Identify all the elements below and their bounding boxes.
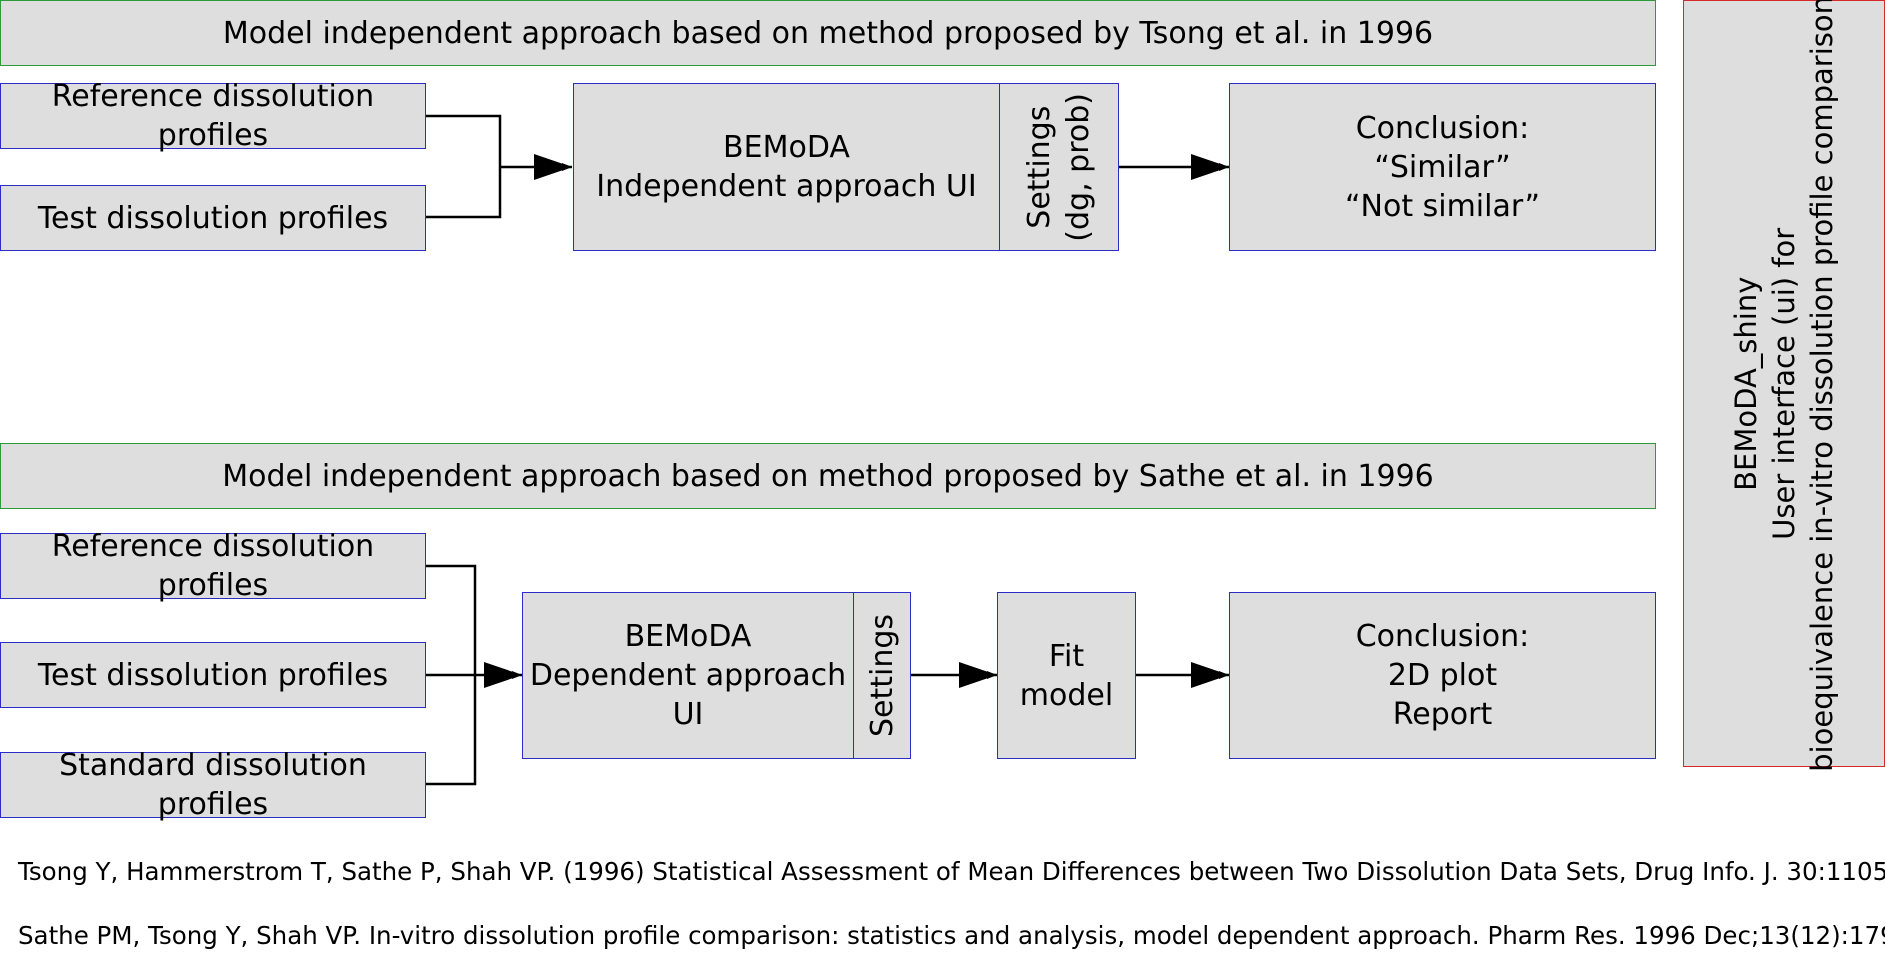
independent-settings-params: (dg, prob) <box>1061 92 1096 242</box>
top-approach-banner: Model independent approach based on meth… <box>0 0 1656 66</box>
dependent-settings-box: Settings <box>853 592 911 759</box>
reference-tsong: Tsong Y, Hammerstrom T, Sathe P, Shah VP… <box>18 857 1885 886</box>
independent-ui-box: BEMoDA Independent approach UI <box>573 83 1000 251</box>
top-reference-input-label: Reference dissolution profiles <box>51 79 375 153</box>
top-conclusion-not-similar: “Not similar” <box>1344 188 1540 224</box>
bottom-reference-input-box: Reference dissolution profiles <box>0 529 426 603</box>
bottom-conclusion-plot: 2D plot <box>1387 658 1498 693</box>
bottom-standard-input-box: Standard dissolution profiles <box>0 748 426 822</box>
independent-settings-box: Settings (dg, prob) <box>999 83 1119 251</box>
top-reference-input-box: Reference dissolution profiles <box>0 79 426 153</box>
dependent-ui-subtitle: Dependent approach UI <box>529 658 847 732</box>
bottom-standard-input-label: Standard dissolution profiles <box>59 748 367 822</box>
independent-ui-title: BEMoDA <box>723 130 850 165</box>
bottom-approach-banner: Model independent approach based on meth… <box>0 443 1656 509</box>
top-test-input-label: Test dissolution profiles <box>37 200 389 236</box>
independent-settings-label: Settings <box>1022 105 1057 229</box>
dependent-settings-label: Settings <box>864 613 900 738</box>
side-panel-subtitle: User interface (ui) for <box>1767 227 1801 540</box>
side-panel-description: bioequivalence in-vitro dissolution prof… <box>1805 0 1839 772</box>
top-merge-connector <box>426 114 502 219</box>
side-panel-title: BEMoDA_shiny <box>1729 276 1763 491</box>
bottom-reference-input-label: Reference dissolution profiles <box>51 529 375 603</box>
fit-model-box: Fit model <box>997 592 1136 759</box>
dependent-ui-box: BEMoDA Dependent approach UI <box>522 592 854 759</box>
bottom-conclusion-heading: Conclusion: <box>1355 619 1530 654</box>
bottom-test-input-box: Test dissolution profiles <box>0 642 426 708</box>
fit-model-line1: Fit <box>1048 638 1085 674</box>
bottom-conclusion-report: Report <box>1392 697 1493 732</box>
bottom-test-input-label: Test dissolution profiles <box>37 657 389 693</box>
independent-ui-subtitle: Independent approach UI <box>596 169 977 204</box>
top-conclusion-similar: “Similar” <box>1374 149 1511 185</box>
bottom-conclusion-box: Conclusion: 2D plot Report <box>1229 592 1656 759</box>
dependent-ui-title: BEMoDA <box>624 619 752 654</box>
top-banner-text: Model independent approach based on meth… <box>222 15 1434 51</box>
top-conclusion-box: Conclusion: “Similar” “Not similar” <box>1229 83 1656 251</box>
fit-model-line2: model <box>1019 677 1114 713</box>
top-conclusion-heading: Conclusion: <box>1355 110 1530 146</box>
bottom-banner-text: Model independent approach based on meth… <box>222 458 1434 494</box>
reference-sathe: Sathe PM, Tsong Y, Shah VP. In-vitro dis… <box>18 921 1885 950</box>
top-test-input-box: Test dissolution profiles <box>0 185 426 251</box>
bemoda-shiny-side-panel: BEMoDA_shiny User interface (ui) for bio… <box>1683 0 1885 771</box>
